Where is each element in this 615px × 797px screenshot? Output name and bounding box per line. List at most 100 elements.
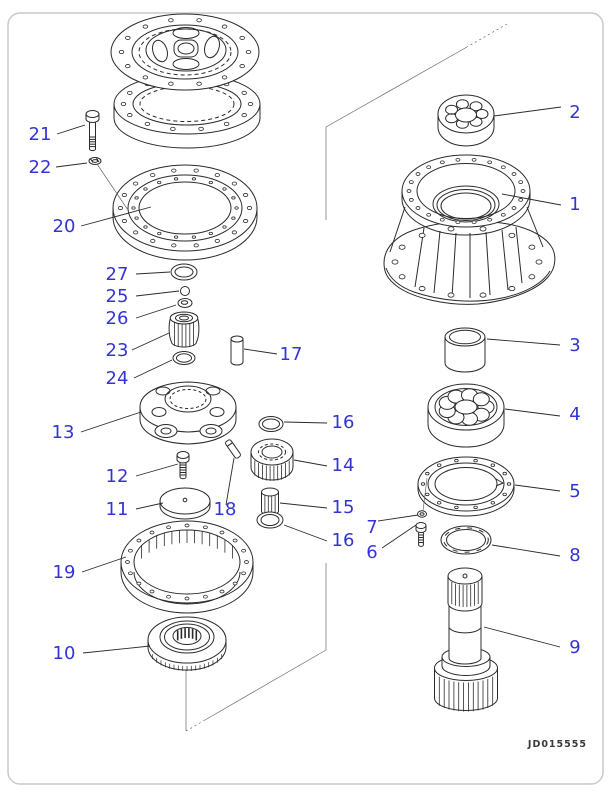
bolt-hole — [508, 232, 516, 238]
case-cover-part — [110, 13, 260, 91]
sleeve-3-part — [444, 327, 486, 373]
callout-22[interactable]: 22 — [29, 157, 52, 178]
bolt-hole — [142, 75, 149, 80]
bolt-hole — [471, 220, 477, 225]
carrier-13-part — [139, 381, 237, 445]
bolt-hole — [118, 49, 125, 55]
bolt-hole — [454, 505, 459, 510]
bolt-hole — [508, 286, 516, 292]
callout-1[interactable]: 1 — [569, 194, 580, 215]
leader-4 — [504, 408, 561, 417]
ring-16-upper-part — [258, 416, 284, 432]
bolt-hole — [437, 501, 442, 505]
callout-7[interactable]: 7 — [366, 517, 377, 538]
callout-3[interactable]: 3 — [569, 335, 580, 356]
washer-7-part — [417, 510, 427, 518]
bolt-hole — [170, 126, 176, 131]
case-ring-part — [113, 73, 261, 149]
bolt-hole — [500, 212, 506, 217]
bolt-12-part — [176, 451, 190, 480]
assembly-line-5-7 — [422, 477, 428, 512]
bolt-hole — [231, 196, 236, 200]
bolt-hole — [244, 560, 249, 564]
leader-18 — [225, 457, 235, 506]
bolt-hole — [231, 230, 237, 235]
bolt-hole — [518, 180, 524, 184]
pin-17-part — [230, 335, 244, 366]
callout-2[interactable]: 2 — [569, 102, 580, 123]
bolt-hole — [222, 187, 227, 191]
callout-12[interactable]: 12 — [106, 466, 129, 487]
ball-25-part — [180, 286, 190, 296]
bolt-hole — [439, 217, 445, 222]
callout-9[interactable]: 9 — [569, 637, 580, 658]
bolt-hole — [243, 219, 249, 223]
leader-lines — [55, 106, 562, 654]
bolt-hole — [198, 126, 204, 131]
phantom-axis-lines — [185, 23, 508, 732]
leader-10 — [82, 645, 151, 654]
bolt-hole — [171, 168, 177, 173]
leader-8 — [491, 544, 561, 557]
bolt-hole — [439, 160, 445, 165]
callout-15[interactable]: 15 — [332, 497, 355, 518]
bolt-hole — [191, 235, 196, 239]
leader-27 — [135, 271, 171, 275]
callout-24[interactable]: 24 — [106, 368, 129, 389]
leader-15 — [279, 502, 328, 509]
leader-16-lower — [283, 524, 328, 542]
bolt-hole — [455, 220, 461, 225]
callout-4[interactable]: 4 — [569, 404, 580, 425]
callout-19[interactable]: 19 — [53, 562, 76, 583]
bolt-hole — [241, 548, 247, 553]
leader-13 — [80, 411, 142, 433]
callout-16-upper[interactable]: 16 — [332, 412, 355, 433]
leader-1 — [501, 193, 562, 206]
bolt-hole — [125, 560, 130, 564]
callout-5[interactable]: 5 — [569, 481, 580, 502]
bolt-hole — [193, 168, 199, 173]
bolt-hole — [535, 259, 543, 265]
bolt-hole — [500, 165, 506, 170]
callout-21[interactable]: 21 — [29, 124, 52, 145]
gear-14-part — [250, 438, 294, 481]
bolt-hole — [171, 243, 177, 248]
callout-27[interactable]: 27 — [106, 264, 129, 285]
bolt-hole — [479, 226, 487, 232]
bolt-hole — [117, 206, 124, 210]
ring-24-part — [172, 351, 196, 365]
callout-10[interactable]: 10 — [53, 643, 76, 664]
leader-12 — [135, 463, 179, 477]
bolt-hole — [127, 113, 133, 118]
callout-23[interactable]: 23 — [106, 340, 129, 361]
bolt-hole — [133, 181, 139, 186]
bolt-hole — [221, 24, 228, 29]
bolt-hole — [142, 24, 149, 29]
callout-14[interactable]: 14 — [332, 455, 355, 476]
callout-16-lower[interactable]: 16 — [332, 530, 355, 551]
leader-7 — [377, 514, 419, 522]
bolt-hole — [127, 548, 133, 553]
callout-26[interactable]: 26 — [106, 308, 129, 329]
bolt-hole — [471, 157, 477, 162]
callout-8[interactable]: 8 — [569, 545, 580, 566]
callout-11[interactable]: 11 — [106, 499, 129, 520]
leader-24 — [133, 359, 173, 379]
bolt-hole — [473, 505, 478, 510]
bolt-hole — [150, 173, 156, 178]
callout-20[interactable]: 20 — [53, 216, 76, 237]
bolt-hole — [134, 196, 139, 200]
bolt-hole — [502, 471, 507, 476]
callout-17[interactable]: 17 — [280, 344, 303, 365]
callout-18[interactable]: 18 — [214, 499, 237, 520]
callout-13[interactable]: 13 — [52, 422, 75, 443]
bolt-hole — [231, 216, 236, 220]
leader-9 — [483, 626, 561, 648]
bolt-hole — [241, 90, 247, 95]
leader-6 — [381, 524, 417, 549]
bolt-hole — [196, 81, 202, 86]
bolt-hole — [125, 35, 131, 40]
callout-6[interactable]: 6 — [366, 542, 377, 563]
bolt-hole — [214, 173, 220, 178]
callout-25[interactable]: 25 — [106, 286, 129, 307]
